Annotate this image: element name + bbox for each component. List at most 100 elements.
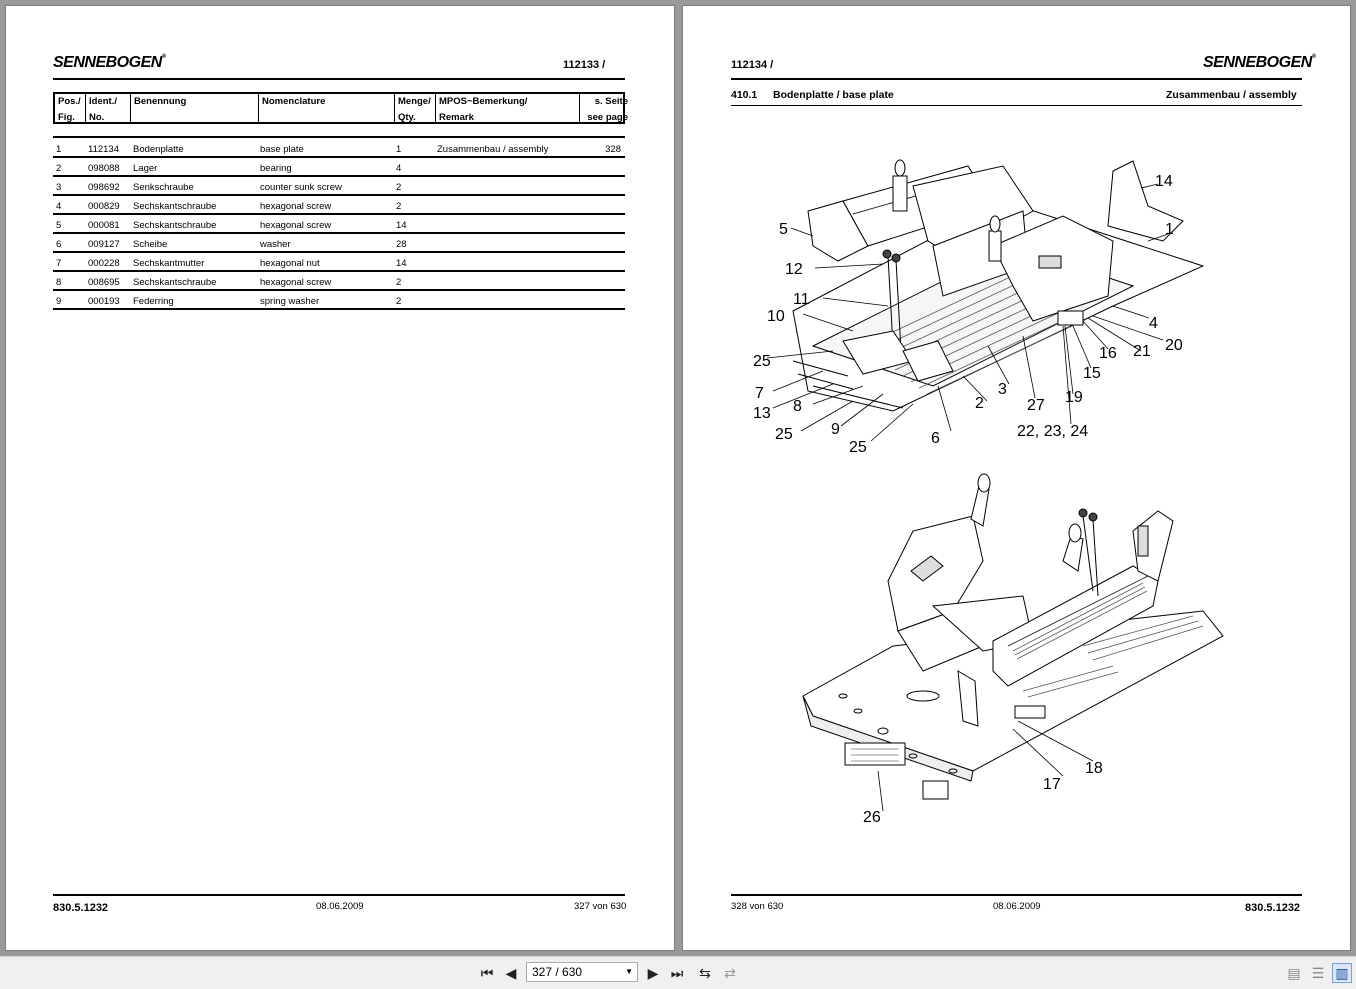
cell-nomenclature: bearing: [260, 163, 292, 174]
cell-pos: 9: [56, 296, 62, 307]
cell-pos: 3: [56, 182, 62, 193]
last-page-icon[interactable]: ⏭: [670, 964, 684, 981]
cell-page: 328: [605, 144, 621, 155]
cell-qty: 2: [396, 296, 402, 307]
cell-benennung: Bodenplatte: [133, 144, 184, 155]
callout-label: 11: [793, 291, 810, 308]
cell-pos: 1: [56, 144, 62, 155]
callout-label: 16: [1099, 345, 1117, 362]
callout-label: 27: [1027, 397, 1045, 414]
cell-benennung: Senkschraube: [133, 182, 194, 193]
rotate-icon[interactable]: ⇆: [699, 964, 711, 981]
cell-qty: 1: [396, 144, 402, 155]
footer-rule: [53, 894, 625, 896]
callout-label: 1: [1165, 221, 1174, 238]
cell-ident: 098692: [88, 182, 120, 193]
section-rule: [731, 105, 1302, 106]
callout-label: 17: [1043, 776, 1061, 793]
next-page-icon[interactable]: ▶: [647, 964, 659, 981]
cell-ident: 000193: [88, 296, 120, 307]
callout-label: 3: [998, 381, 1007, 398]
col-pos: Pos./Fig.: [58, 96, 81, 123]
cell-nomenclature: hexagonal nut: [260, 258, 320, 269]
sennebogen-logo: SENNEBOGEN®: [1203, 54, 1316, 71]
two-page-icon[interactable]: ▥: [1332, 963, 1352, 983]
callout-label: 25: [753, 353, 771, 370]
cell-nomenclature: base plate: [260, 144, 304, 155]
footer-rule: [731, 894, 1302, 896]
table-header: Pos./Fig. Ident./No. Benennung Nomenclat…: [53, 92, 628, 124]
callout-label: 25: [775, 426, 793, 443]
table-row: 3 098692 Senkschraube counter sunk screw 2: [53, 177, 625, 196]
left-page: SENNEBOGEN® 112133 / Pos./Fig. Ident./No…: [5, 5, 675, 951]
prev-page-icon[interactable]: ◀: [505, 964, 517, 981]
cell-ident: 000228: [88, 258, 120, 269]
doc-number: 112134 /: [731, 59, 774, 71]
cell-benennung: Scheibe: [133, 239, 168, 250]
cell-ident: 112134: [88, 144, 119, 155]
cell-pos: 5: [56, 220, 62, 231]
cell-nomenclature: hexagonal screw: [260, 220, 332, 231]
callout-label: 14: [1155, 173, 1173, 190]
col-qty: Menge/Qty.: [398, 96, 431, 123]
fit-icon[interactable]: ⇄: [724, 964, 736, 981]
single-page-icon[interactable]: ▤: [1287, 964, 1301, 981]
cell-qty: 2: [396, 182, 402, 193]
callout-label: 12: [785, 261, 803, 278]
section-right: Zusammenbau / assembly: [1166, 89, 1297, 101]
callout-label: 21: [1133, 343, 1151, 360]
callout-label: 25: [849, 439, 867, 456]
cell-nomenclature: counter sunk screw: [260, 182, 342, 193]
footer-page: 327 von 630: [574, 901, 627, 912]
callout-label: 20: [1165, 337, 1183, 354]
callout-label: 6: [931, 430, 940, 447]
cell-qty: 4: [396, 163, 402, 174]
cell-nomenclature: spring washer: [260, 296, 320, 307]
callout-label: 8: [793, 398, 802, 415]
cell-benennung: Sechskantschraube: [133, 201, 217, 212]
callout-label: 22, 23, 24: [1017, 423, 1088, 440]
cell-ident: 000081: [88, 220, 120, 231]
cell-pos: 2: [56, 163, 62, 174]
section-title: Bodenplatte / base plate: [773, 89, 894, 101]
cell-ident: 008695: [88, 277, 120, 288]
right-page: 112134 / SENNEBOGEN® 410.1 Bodenplatte /…: [682, 5, 1351, 951]
footer-doc: 830.5.1232: [1245, 902, 1301, 914]
cell-nomenclature: hexagonal screw: [260, 201, 332, 212]
col-remark: MPOS~Bemerkung/Remark: [439, 96, 528, 123]
doc-number: 112133 /: [563, 59, 606, 71]
cell-pos: 4: [56, 201, 62, 212]
callout-label: 7: [755, 385, 764, 402]
cell-qty: 28: [396, 239, 407, 250]
cell-qty: 14: [396, 258, 407, 269]
cell-benennung: Sechskantschraube: [133, 277, 217, 288]
cell-remark: Zusammenbau / assembly: [437, 144, 549, 155]
callout-label: 2: [975, 395, 984, 412]
page-number-select[interactable]: 327 / 630▼: [526, 962, 638, 982]
cell-nomenclature: hexagonal screw: [260, 277, 332, 288]
header-rule: [53, 78, 625, 80]
cell-pos: 8: [56, 277, 62, 288]
footer-date: 08.06.2009: [993, 901, 1041, 912]
footer-page: 328 von 630: [731, 901, 784, 912]
cell-pos: 6: [56, 239, 62, 250]
header-rule: [731, 78, 1302, 80]
col-benennung: Benennung: [134, 96, 187, 107]
continuous-icon[interactable]: ☰: [1311, 964, 1325, 981]
callout-label: 19: [1065, 389, 1083, 406]
viewer-toolbar: ⏮ ◀ 327 / 630▼ ▶ ⏭ ⇆ ⇄ ▤ ☰ ▥: [0, 956, 1356, 989]
first-page-icon[interactable]: ⏮: [480, 964, 494, 981]
callout-label: 9: [831, 421, 840, 438]
cell-qty: 14: [396, 220, 407, 231]
section-number: 410.1: [731, 89, 758, 101]
cell-nomenclature: washer: [260, 239, 291, 250]
